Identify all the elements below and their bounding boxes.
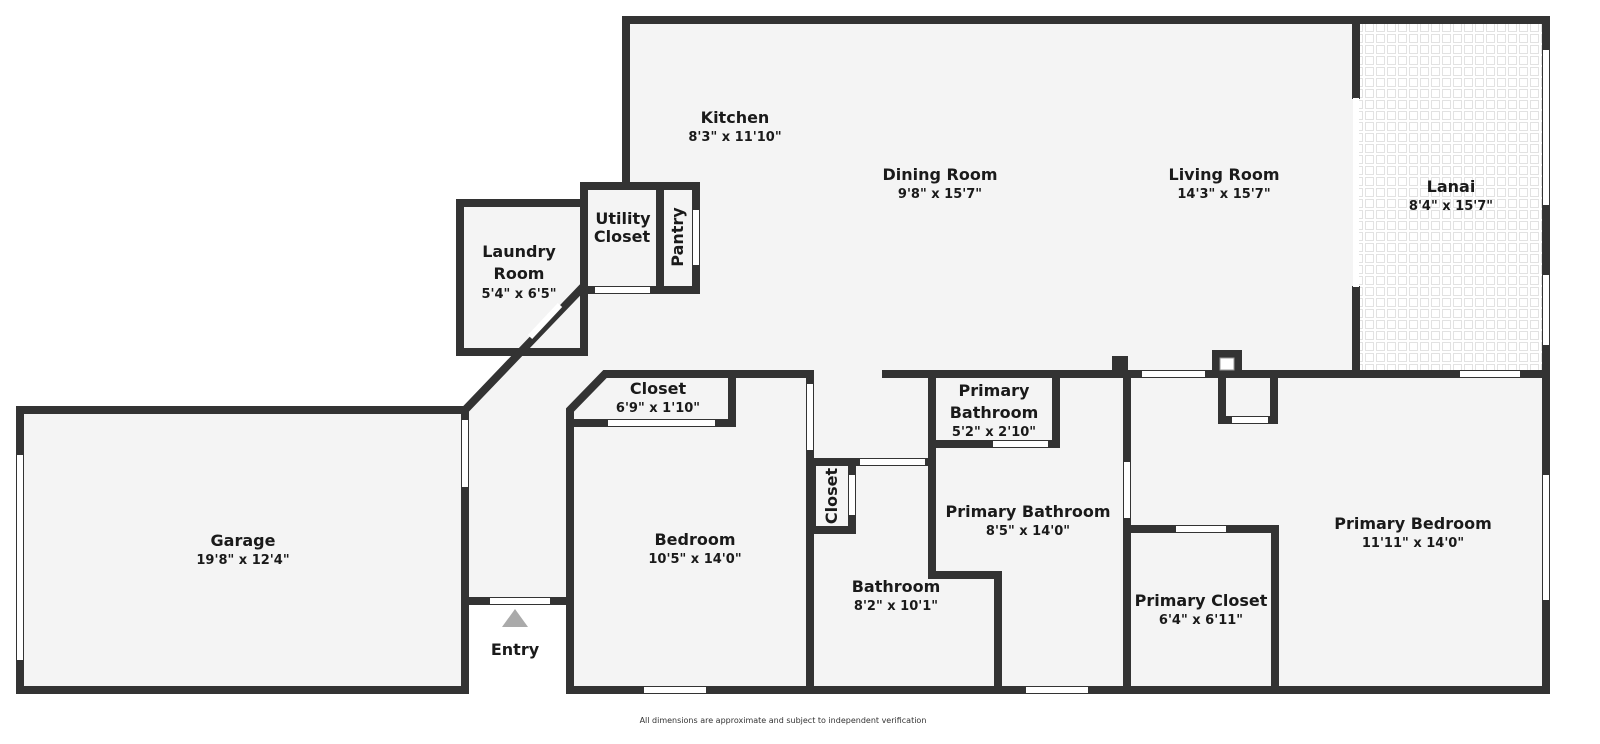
laundry-dim: 5'4" x 6'5" <box>481 287 556 302</box>
lanai-dim: 8'4" x 15'7" <box>1409 199 1493 214</box>
primary-bath-label: Primary Bathroom <box>945 502 1110 521</box>
lanai-floor <box>1356 20 1546 374</box>
laundry-label-2: Room <box>494 264 545 283</box>
living-label: Living Room <box>1169 165 1280 184</box>
bedroom-dim: 10'5" x 14'0" <box>648 552 741 567</box>
room-labels: Kitchen 8'3" x 11'10" Dining Room 9'8" x… <box>196 108 1493 725</box>
pantry-label: Pantry <box>668 207 687 267</box>
floors <box>20 20 1546 690</box>
garage-label: Garage <box>211 531 276 550</box>
bathroom-label: Bathroom <box>852 577 941 596</box>
entry-arrow-icon <box>502 609 528 627</box>
bedroom-label: Bedroom <box>654 530 735 549</box>
primary-bath-small-dim: 5'2" x 2'10" <box>952 425 1036 440</box>
utility-label-1: Utility <box>595 209 651 228</box>
kitchen-dim: 8'3" x 11'10" <box>688 130 781 145</box>
bathroom-dim: 8'2" x 10'1" <box>854 599 938 614</box>
primary-closet-label: Primary Closet <box>1135 591 1268 610</box>
primary-bedroom-label: Primary Bedroom <box>1334 514 1492 533</box>
closet-bedroom-dim: 6'9" x 1'10" <box>616 401 700 416</box>
windows-doors <box>17 50 1549 693</box>
kitchen-label: Kitchen <box>701 108 770 127</box>
closet-bedroom-label: Closet <box>630 379 687 398</box>
lanai-label: Lanai <box>1427 177 1476 196</box>
dining-label: Dining Room <box>882 165 997 184</box>
disclaimer: All dimensions are approximate and subje… <box>640 716 927 725</box>
laundry-label-1: Laundry <box>482 242 556 261</box>
utility-label-2: Closet <box>594 227 651 246</box>
primary-closet-dim: 6'4" x 6'11" <box>1159 613 1243 628</box>
primary-bedroom-dim: 11'11" x 14'0" <box>1362 536 1464 551</box>
entry-label: Entry <box>491 640 540 659</box>
living-dim: 14'3" x 15'7" <box>1177 187 1270 202</box>
closet-hall-label: Closet <box>822 468 841 525</box>
primary-bath-small-label-2: Bathroom <box>950 403 1039 422</box>
primary-bath-dim: 8'5" x 14'0" <box>986 524 1070 539</box>
garage-dim: 19'8" x 12'4" <box>196 553 289 568</box>
dining-dim: 9'8" x 15'7" <box>898 187 982 202</box>
primary-bath-small-label-1: Primary <box>959 381 1030 400</box>
